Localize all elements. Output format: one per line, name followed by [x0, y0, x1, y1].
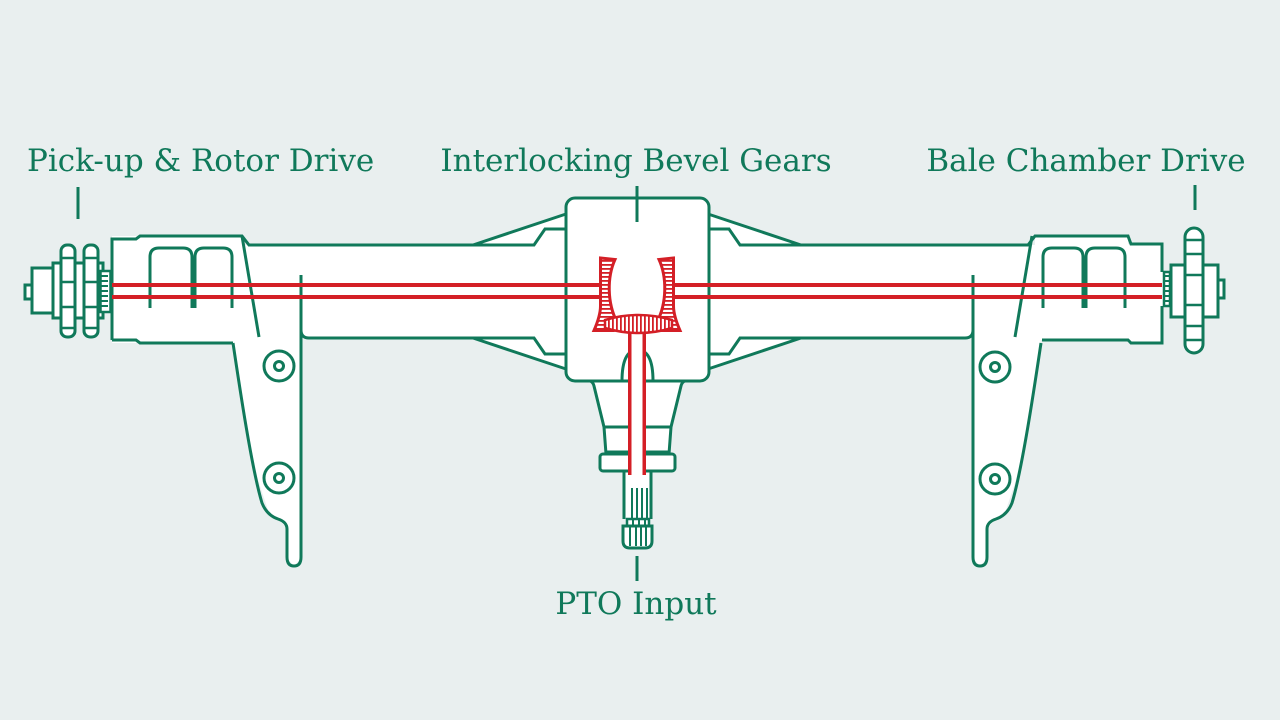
- drive-shaft-highlight: [112, 256, 1162, 475]
- left-sprocket-2: [82, 243, 100, 339]
- right-sprocket: [1183, 226, 1205, 355]
- pickup-rotor-drive-assembly: [23, 243, 112, 339]
- label-interlocking-bevel-gears: Interlocking Bevel Gears: [440, 143, 832, 179]
- left-spline-coupling: [99, 269, 112, 314]
- bale-chamber-drive-assembly: [1162, 226, 1226, 355]
- main-drive-shaft: [112, 283, 1162, 299]
- label-pto-input: PTO Input: [555, 586, 717, 622]
- pinion-bevel-gear: [603, 313, 674, 335]
- pto-shaft: [628, 326, 646, 475]
- label-bale-chamber-drive: Bale Chamber Drive: [926, 143, 1246, 179]
- left-sprocket-1: [59, 243, 77, 339]
- right-bearing-caps: [1041, 246, 1127, 308]
- green-linework: [23, 185, 1226, 581]
- right-spline-coupling: [1162, 270, 1172, 308]
- bevel-gears: [591, 256, 683, 335]
- label-pickup-rotor-drive: Pick-up & Rotor Drive: [27, 143, 375, 179]
- left-bearing-caps: [148, 246, 234, 308]
- leader-lines: [76, 185, 1197, 581]
